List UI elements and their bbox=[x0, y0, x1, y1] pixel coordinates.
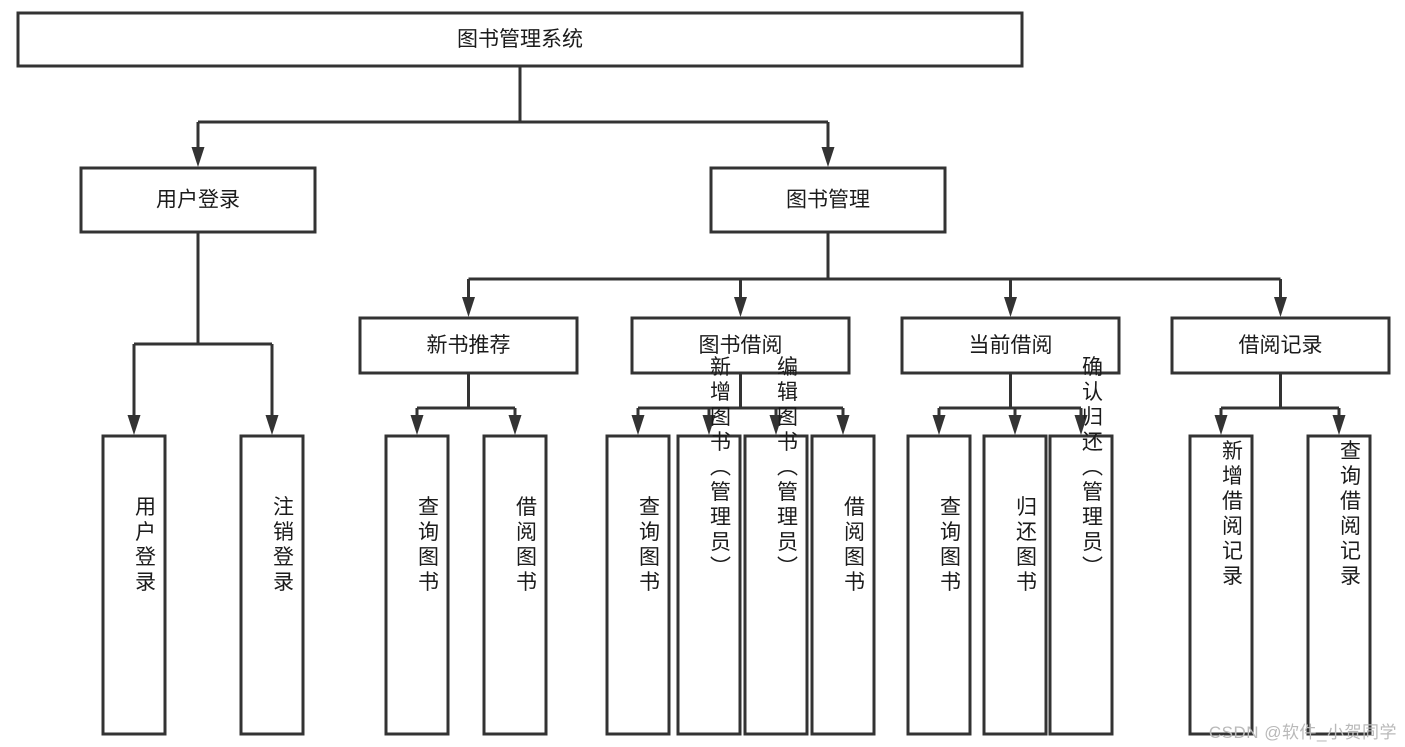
node-leaf-query-book-c[interactable]: 查询图书 bbox=[906, 434, 972, 736]
node-label: 查询借阅记录 bbox=[1338, 439, 1362, 589]
node-leaf-return-book[interactable]: 归还图书 bbox=[982, 434, 1048, 736]
node-label: 借阅记录 bbox=[1239, 334, 1323, 357]
edges-layer bbox=[127, 66, 1346, 435]
node-l3-borrow-record[interactable]: 借阅记录 bbox=[1170, 316, 1391, 375]
node-box bbox=[906, 434, 972, 736]
node-box bbox=[676, 434, 742, 736]
node-label: 新增图书（管理员） bbox=[708, 355, 732, 580]
node-label: 查询图书 bbox=[938, 495, 962, 595]
node-label: 借阅图书 bbox=[842, 495, 866, 595]
node-box bbox=[358, 316, 579, 375]
node-label: 归还图书 bbox=[1014, 495, 1038, 595]
node-box bbox=[16, 11, 1024, 68]
node-box bbox=[1306, 434, 1372, 736]
node-l3-book-borrow[interactable]: 图书借阅 bbox=[630, 316, 851, 375]
node-leaf-borrow-book-rec[interactable]: 借阅图书 bbox=[482, 434, 548, 736]
node-box bbox=[101, 434, 167, 736]
watermark-text: CSDN @软件_小贺同学 bbox=[1208, 723, 1397, 742]
node-box bbox=[384, 434, 450, 736]
node-box bbox=[709, 166, 947, 234]
node-root[interactable]: 图书管理系统 bbox=[16, 11, 1024, 68]
node-leaf-confirm-return[interactable]: 确认归还（管理员） bbox=[1048, 355, 1114, 736]
node-leaf-edit-book[interactable]: 编辑图书（管理员） bbox=[743, 355, 809, 736]
node-label: 新书推荐 bbox=[427, 334, 511, 357]
node-label: 当前借阅 bbox=[969, 334, 1053, 357]
node-l3-new-book-rec[interactable]: 新书推荐 bbox=[358, 316, 579, 375]
node-label: 借阅图书 bbox=[514, 495, 538, 595]
node-label: 注销登录 bbox=[271, 495, 295, 595]
node-box bbox=[605, 434, 671, 736]
node-box bbox=[743, 434, 809, 736]
node-box bbox=[1170, 316, 1391, 375]
node-l2-user-login[interactable]: 用户登录 bbox=[79, 166, 317, 234]
node-label: 查询图书 bbox=[637, 495, 661, 595]
node-box bbox=[1048, 434, 1114, 736]
node-label: 确认归还（管理员） bbox=[1080, 355, 1104, 580]
node-box bbox=[810, 434, 876, 736]
node-box bbox=[982, 434, 1048, 736]
node-label: 编辑图书（管理员） bbox=[775, 355, 799, 580]
node-leaf-logout[interactable]: 注销登录 bbox=[239, 434, 305, 736]
node-box bbox=[482, 434, 548, 736]
node-label: 用户登录 bbox=[133, 495, 157, 595]
node-leaf-query-record[interactable]: 查询借阅记录 bbox=[1306, 434, 1372, 736]
node-box bbox=[1188, 434, 1254, 736]
node-l2-book-manage[interactable]: 图书管理 bbox=[709, 166, 947, 234]
nodes-layer: 图书管理系统用户登录图书管理新书推荐图书借阅当前借阅借阅记录用户登录注销登录查询… bbox=[16, 11, 1391, 736]
node-label: 用户登录 bbox=[156, 189, 240, 212]
node-label: 新增借阅记录 bbox=[1220, 439, 1244, 589]
node-label: 查询图书 bbox=[416, 495, 440, 595]
node-box bbox=[630, 316, 851, 375]
node-box bbox=[900, 316, 1121, 375]
node-leaf-query-book-b[interactable]: 查询图书 bbox=[605, 434, 671, 736]
node-label: 图书借阅 bbox=[699, 334, 783, 357]
node-box bbox=[239, 434, 305, 736]
node-box bbox=[79, 166, 317, 234]
node-leaf-borrow-book-b[interactable]: 借阅图书 bbox=[810, 434, 876, 736]
node-leaf-user-login[interactable]: 用户登录 bbox=[101, 434, 167, 736]
node-leaf-query-book-rec[interactable]: 查询图书 bbox=[384, 434, 450, 736]
node-label: 图书管理系统 bbox=[457, 28, 583, 51]
node-label: 图书管理 bbox=[786, 189, 870, 212]
node-leaf-add-book[interactable]: 新增图书（管理员） bbox=[676, 355, 742, 736]
node-l3-current-borrow[interactable]: 当前借阅 bbox=[900, 316, 1121, 375]
node-leaf-add-record[interactable]: 新增借阅记录 bbox=[1188, 434, 1254, 736]
